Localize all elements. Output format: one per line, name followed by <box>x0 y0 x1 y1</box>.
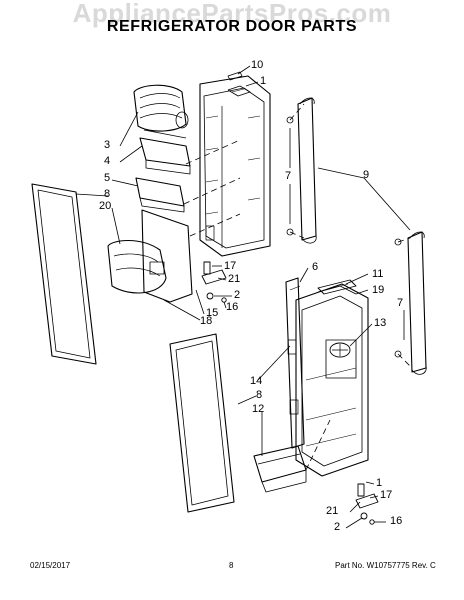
part-14-strip <box>285 277 305 449</box>
footer-date: 02/15/2017 <box>30 561 71 570</box>
callout-17b: 17 <box>380 489 393 501</box>
callout-21: 21 <box>228 273 241 285</box>
page-title: REFRIGERATOR DOOR PARTS <box>106 18 358 35</box>
part-19-trim <box>317 279 357 295</box>
callout-5: 5 <box>104 172 111 184</box>
part-9-handle-lower <box>407 231 427 375</box>
right-hinge-parts <box>355 483 379 525</box>
part-8-gasket-lower <box>169 333 235 513</box>
callout-16: 16 <box>226 301 239 313</box>
handle-screws <box>286 116 402 358</box>
part-20-dispenser-housing <box>107 209 193 303</box>
callout-13: 13 <box>374 317 387 329</box>
callout-6: 6 <box>312 261 319 273</box>
callout-1: 1 <box>260 75 267 87</box>
callout-17: 17 <box>224 260 237 272</box>
footer-page-number: 8 <box>229 561 234 570</box>
part-3-bin-cover <box>133 84 189 132</box>
callout-14: 14 <box>250 375 263 387</box>
watermark: AppliancePartsPros.com <box>72 0 392 28</box>
part-10-cap <box>227 71 243 81</box>
assembly-lines <box>183 103 413 471</box>
left-door-liner <box>199 75 271 257</box>
callout-11: 11 <box>372 268 384 280</box>
callout-21b: 21 <box>326 505 339 517</box>
part-9-handle-upper <box>297 97 317 244</box>
callout-2b: 2 <box>334 521 341 533</box>
left-hinge-parts <box>201 261 227 303</box>
callout-8: 8 <box>104 188 111 200</box>
callout-4: 4 <box>104 155 111 167</box>
callout-16b: 16 <box>390 515 403 527</box>
callout-19: 19 <box>372 284 385 296</box>
part-4-door-bin <box>139 129 191 175</box>
footer-part-number: Part No. W10757775 Rev. C <box>335 561 436 570</box>
callout-18: 18 <box>200 315 213 327</box>
callout-20: 20 <box>99 200 112 212</box>
callout-1b: 1 <box>376 477 383 489</box>
part-5-door-bin <box>135 177 185 213</box>
callout-15: 15 <box>206 307 219 319</box>
callout-10: 10 <box>251 59 264 71</box>
callout-7b: 7 <box>397 297 404 309</box>
callout-3: 3 <box>104 139 111 151</box>
right-door-liner <box>295 283 369 477</box>
leader-lines <box>75 65 411 529</box>
callout-2: 2 <box>234 289 241 301</box>
callout-7: 7 <box>285 170 292 182</box>
callout-12: 12 <box>252 403 265 415</box>
callout-8b: 8 <box>256 389 263 401</box>
part-8-gasket-left <box>31 183 97 365</box>
callout-9: 9 <box>363 169 370 181</box>
